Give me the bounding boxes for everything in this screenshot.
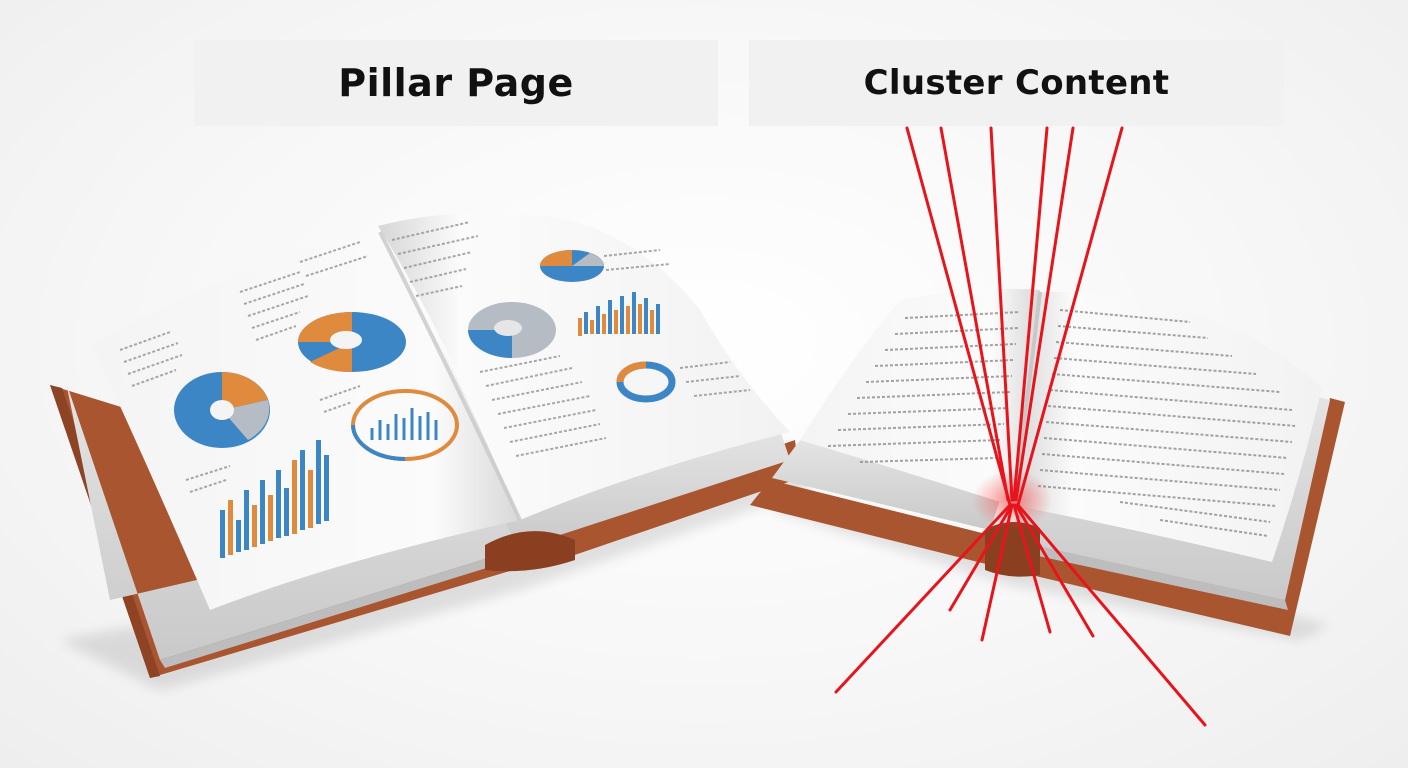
pillar-page-label-box: Pillar Page <box>194 40 718 126</box>
pie-chart-graphic <box>298 312 406 373</box>
cluster-content-label: Cluster Content <box>863 63 1170 103</box>
cluster-book <box>750 288 1345 640</box>
red-laser-lines <box>834 126 1207 727</box>
radial-chart-graphic <box>351 389 459 461</box>
donut-chart-graphic <box>616 361 676 403</box>
bar-chart-graphic <box>220 440 329 558</box>
pillar-book <box>50 213 810 690</box>
bar-chart-graphic <box>578 292 660 336</box>
pillar-page-label: Pillar Page <box>338 61 574 105</box>
pie-chart-graphic <box>540 250 604 282</box>
pie-chart-graphic <box>468 302 556 358</box>
pie-chart-graphic <box>174 372 270 448</box>
cluster-content-label-box: Cluster Content <box>749 40 1284 126</box>
